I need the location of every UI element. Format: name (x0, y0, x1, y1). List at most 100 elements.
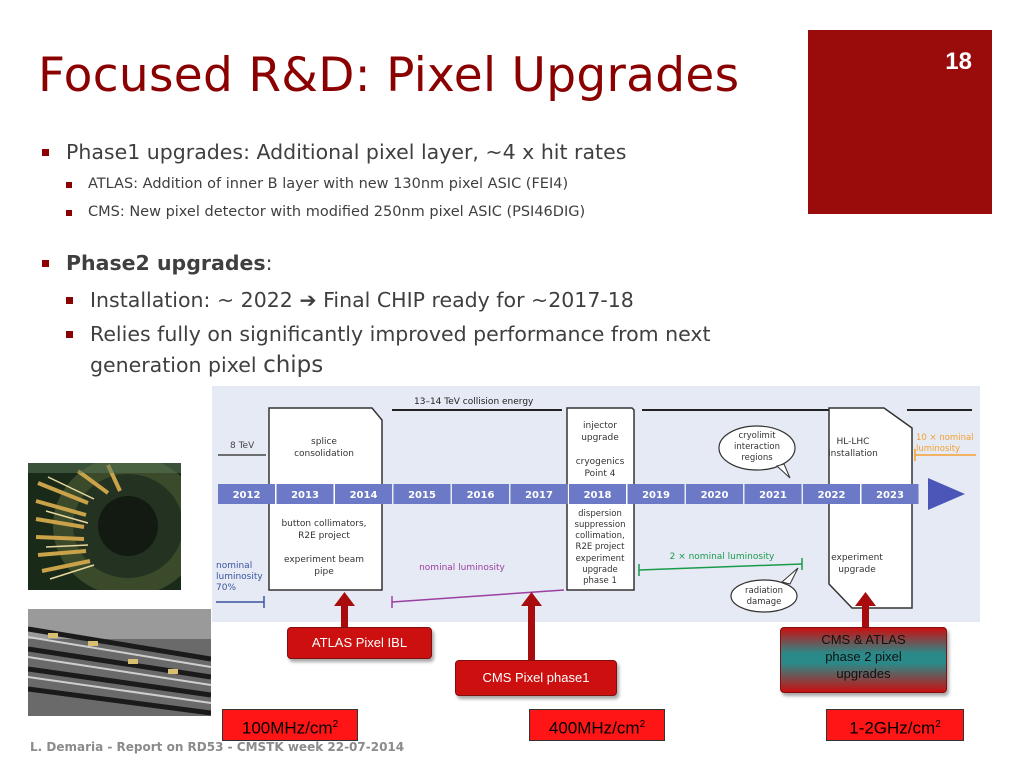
lhc-schedule-timeline: 13–14 TeV collision energy 8 TeV splice … (212, 386, 980, 622)
year-cell-2022 (803, 484, 860, 504)
year-label-2019: 2019 (642, 490, 670, 501)
rate-100mhz: 100MHz/cm2 (222, 709, 358, 741)
bullet-text: ATLAS: Addition of inner B layer with ne… (88, 176, 569, 192)
button-collimators-line2: R2E project (298, 531, 350, 541)
radiation-line1: radiation (745, 586, 783, 596)
cryolimit-bubble (718, 425, 796, 471)
rate-value: 400MHz/cm (548, 718, 640, 738)
rate-value: 100MHz/cm (241, 718, 333, 738)
bullet-marker (42, 149, 49, 156)
bullet-phase1: Phase1 upgrades: Additional pixel layer,… (42, 140, 626, 164)
dispersion-line7: phase 1 (583, 576, 617, 586)
radiation-bubble-tail (780, 567, 799, 585)
callout-atlas-ibl-text: ATLAS Pixel IBL (311, 635, 408, 650)
cryolimit-bubble-tail (776, 463, 791, 479)
hllhc-line2: installation (828, 449, 878, 459)
injector-line2: upgrade (581, 433, 619, 443)
year-label-2021: 2021 (759, 490, 787, 501)
arrow-phase2-shaft (862, 604, 869, 630)
dispersion-line6: upgrade (582, 565, 618, 575)
radiation-bubble (730, 579, 798, 613)
year-cell-2018 (569, 484, 626, 504)
cryolimit-line3: regions (741, 453, 773, 463)
dispersion-line2: suppression (575, 520, 626, 530)
nominal-lumi-label: nominal luminosity (419, 563, 505, 573)
bullet-marker (66, 210, 72, 216)
cryogenics-line2: Point 4 (585, 469, 616, 479)
bullet-marker (66, 182, 72, 188)
cryolimit-line2: interaction (734, 442, 780, 452)
callout-atlas-ibl: ATLAS Pixel IBL (287, 627, 432, 659)
year-cell-2013 (276, 484, 334, 504)
bullet-relies: Relies fully on significantly improved p… (66, 322, 711, 346)
callout-phase2-line3: upgrades (836, 666, 891, 681)
pixel-detector-modules-photo (28, 609, 211, 716)
rate-400mhz: 400MHz/cm2 (529, 709, 665, 741)
bullet-installation: Installation: ~ 2022 ➔ Final CHIP ready … (66, 288, 634, 312)
year-label-2015: 2015 (408, 490, 436, 501)
page-number-box: 18 (808, 30, 992, 214)
experiment-beam-line2: pipe (314, 567, 334, 577)
nominal70-line3: 70% (216, 583, 236, 593)
callout-phase2-line2: phase 2 pixel (825, 649, 902, 664)
8tev-label: 8 TeV (230, 441, 255, 451)
cryogenics-line1: cryogenics (576, 457, 625, 467)
experiment-beam-line1: experiment beam (284, 555, 364, 565)
arrow-glyph: ➔ (299, 288, 317, 312)
bullet-text: Relies fully on significantly improved p… (90, 322, 711, 346)
dispersion-line5: experiment (576, 554, 625, 564)
year-label-2023: 2023 (876, 490, 904, 501)
year-cell-2012 (218, 484, 275, 504)
ten-x-line1: 10 × nominal (916, 433, 974, 443)
rate-exponent: 2 (332, 719, 339, 730)
year-label-2013: 2013 (291, 490, 319, 501)
nominal70-line2: luminosity (216, 572, 263, 582)
year-label-2020: 2020 (701, 490, 729, 501)
bullet-marker (42, 260, 49, 267)
experiment-upgrade-line2: upgrade (838, 565, 876, 575)
slide-footer: L. Demaria - Report on RD53 - CMSTK week… (30, 740, 405, 754)
arrow-phase2-head (855, 592, 876, 606)
slide-title: Focused R&D: Pixel Upgrades (38, 48, 740, 103)
bullet-relies-line2: generation pixel chips (90, 352, 323, 378)
bullet-marker (66, 331, 73, 338)
year-cell-2023 (861, 484, 919, 504)
arrow-atlas-head (334, 592, 355, 606)
experiment-upgrade-line1: experiment (831, 553, 883, 563)
injector-line1: injector (583, 421, 617, 431)
bullet-text: Installation: ~ 2022 (90, 288, 293, 312)
callout-phase2: CMS & ATLAS phase 2 pixel upgrades (780, 627, 947, 693)
year-cell-2016 (452, 484, 509, 504)
year-label-2014: 2014 (350, 490, 378, 501)
year-cell-2020 (686, 484, 743, 504)
nominal70-line1: nominal (216, 561, 252, 571)
year-cell-2015 (393, 484, 451, 504)
cryolimit-line1: cryolimit (738, 431, 776, 441)
arrow-cms-shaft (528, 604, 535, 662)
bullet-text: Phase1 upgrades: Additional pixel layer,… (66, 140, 627, 164)
dispersion-line3: collimation, (575, 531, 624, 541)
shutdown-box-ls3 (828, 407, 913, 609)
bullet-text: CMS: New pixel detector with modified 25… (88, 204, 586, 220)
bullet-text-chips: chips (263, 352, 324, 378)
year-label-2018: 2018 (584, 490, 612, 501)
arrow-cms-head (521, 592, 542, 606)
dispersion-line4: R2E project (576, 542, 626, 552)
dispersion-line1: dispersion (578, 509, 622, 519)
bullet-cms: CMS: New pixel detector with modified 25… (66, 204, 585, 220)
ten-x-line2: luminosity (916, 444, 960, 454)
splice-line1: splice (311, 437, 337, 447)
rate-value: 1-2GHz/cm (849, 718, 936, 738)
bullet-marker (66, 297, 73, 304)
year-cell-2021 (744, 484, 802, 504)
radiation-line2: damage (747, 597, 782, 607)
dispersion-text: dispersion suppression collimation, R2E … (575, 509, 626, 586)
splice-line2: consolidation (294, 449, 354, 459)
pixel-detector-barrel-photo (28, 463, 181, 590)
callout-cms-phase1-text: CMS Pixel phase1 (482, 670, 590, 685)
bullet-atlas: ATLAS: Addition of inner B layer with ne… (66, 176, 568, 192)
year-label-2016: 2016 (467, 490, 495, 501)
bullet-text-b: Final CHIP ready for ~2017-18 (323, 288, 634, 312)
bullet-text-rest: : (265, 251, 273, 275)
